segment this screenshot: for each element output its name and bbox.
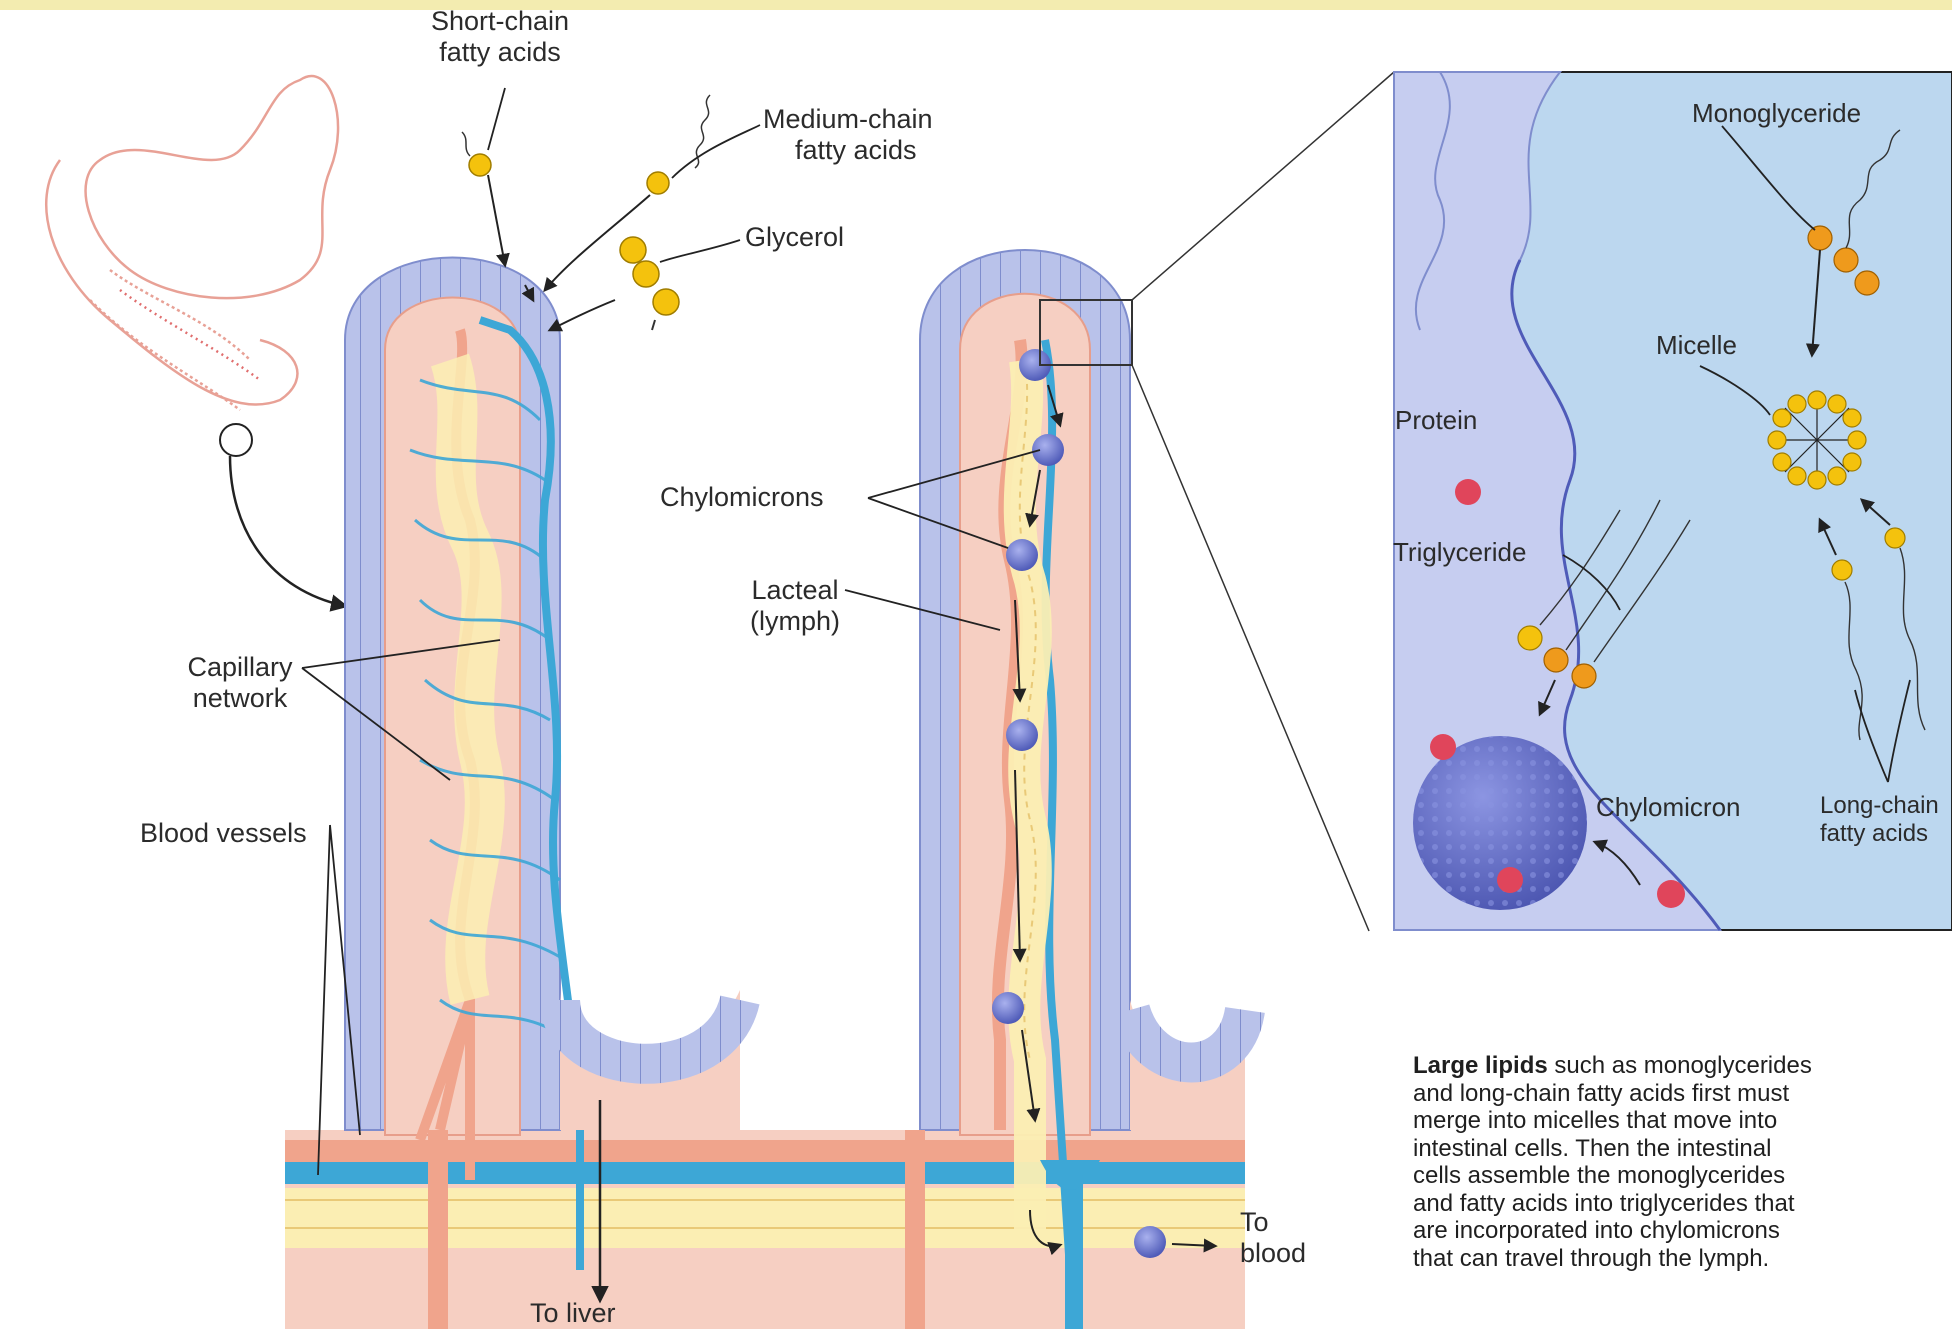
intestine-overview (46, 76, 338, 410)
header-band (0, 0, 1952, 10)
zoom-arrow (230, 456, 345, 606)
caption-line5: cells assemble the monoglycerides (1413, 1162, 1933, 1190)
villus-left (345, 258, 580, 1271)
label-blood-vessels: Blood vessels (140, 818, 307, 849)
villus-right (920, 250, 1130, 1270)
label-lacteal: Lacteal(lymph) (740, 575, 850, 637)
glycerol-molecule (550, 237, 679, 330)
label-to-liver: To liver (530, 1298, 616, 1329)
inset-label-micelle: Micelle (1656, 330, 1737, 361)
inset-label-triglyceride: Triglyceride (1393, 537, 1526, 568)
caption-line4: intestinal cells. Then the intestinal (1413, 1135, 1933, 1163)
short-chain-fatty-acid (462, 132, 505, 265)
caption-line3: merge into micelles that move into (1413, 1107, 1933, 1135)
caption-line7: are incorporated into chylomicrons (1413, 1217, 1933, 1245)
magnify-circle (220, 424, 252, 456)
inset-label-monoglyceride: Monoglyceride (1692, 98, 1861, 129)
caption-line8: that can travel through the lymph. (1413, 1245, 1933, 1273)
inset-label-chylomicron: Chylomicron (1596, 792, 1741, 823)
caption-line2: and long-chain fatty acids first must (1413, 1080, 1933, 1108)
label-glycerol: Glycerol (745, 222, 844, 253)
zoom-lines (1132, 72, 1394, 931)
caption-line6: and fatty acids into triglycerides that (1413, 1190, 1933, 1218)
label-chylomicrons: Chylomicrons (660, 482, 824, 513)
caption-bold: Large lipids (1413, 1052, 1548, 1079)
crypt-epithelium (560, 1000, 740, 1064)
inset-label-protein: Protein (1395, 405, 1477, 436)
caption-line1: such as monoglycerides (1548, 1052, 1812, 1079)
caption: Large lipids such as monoglycerides and … (1413, 1052, 1933, 1272)
